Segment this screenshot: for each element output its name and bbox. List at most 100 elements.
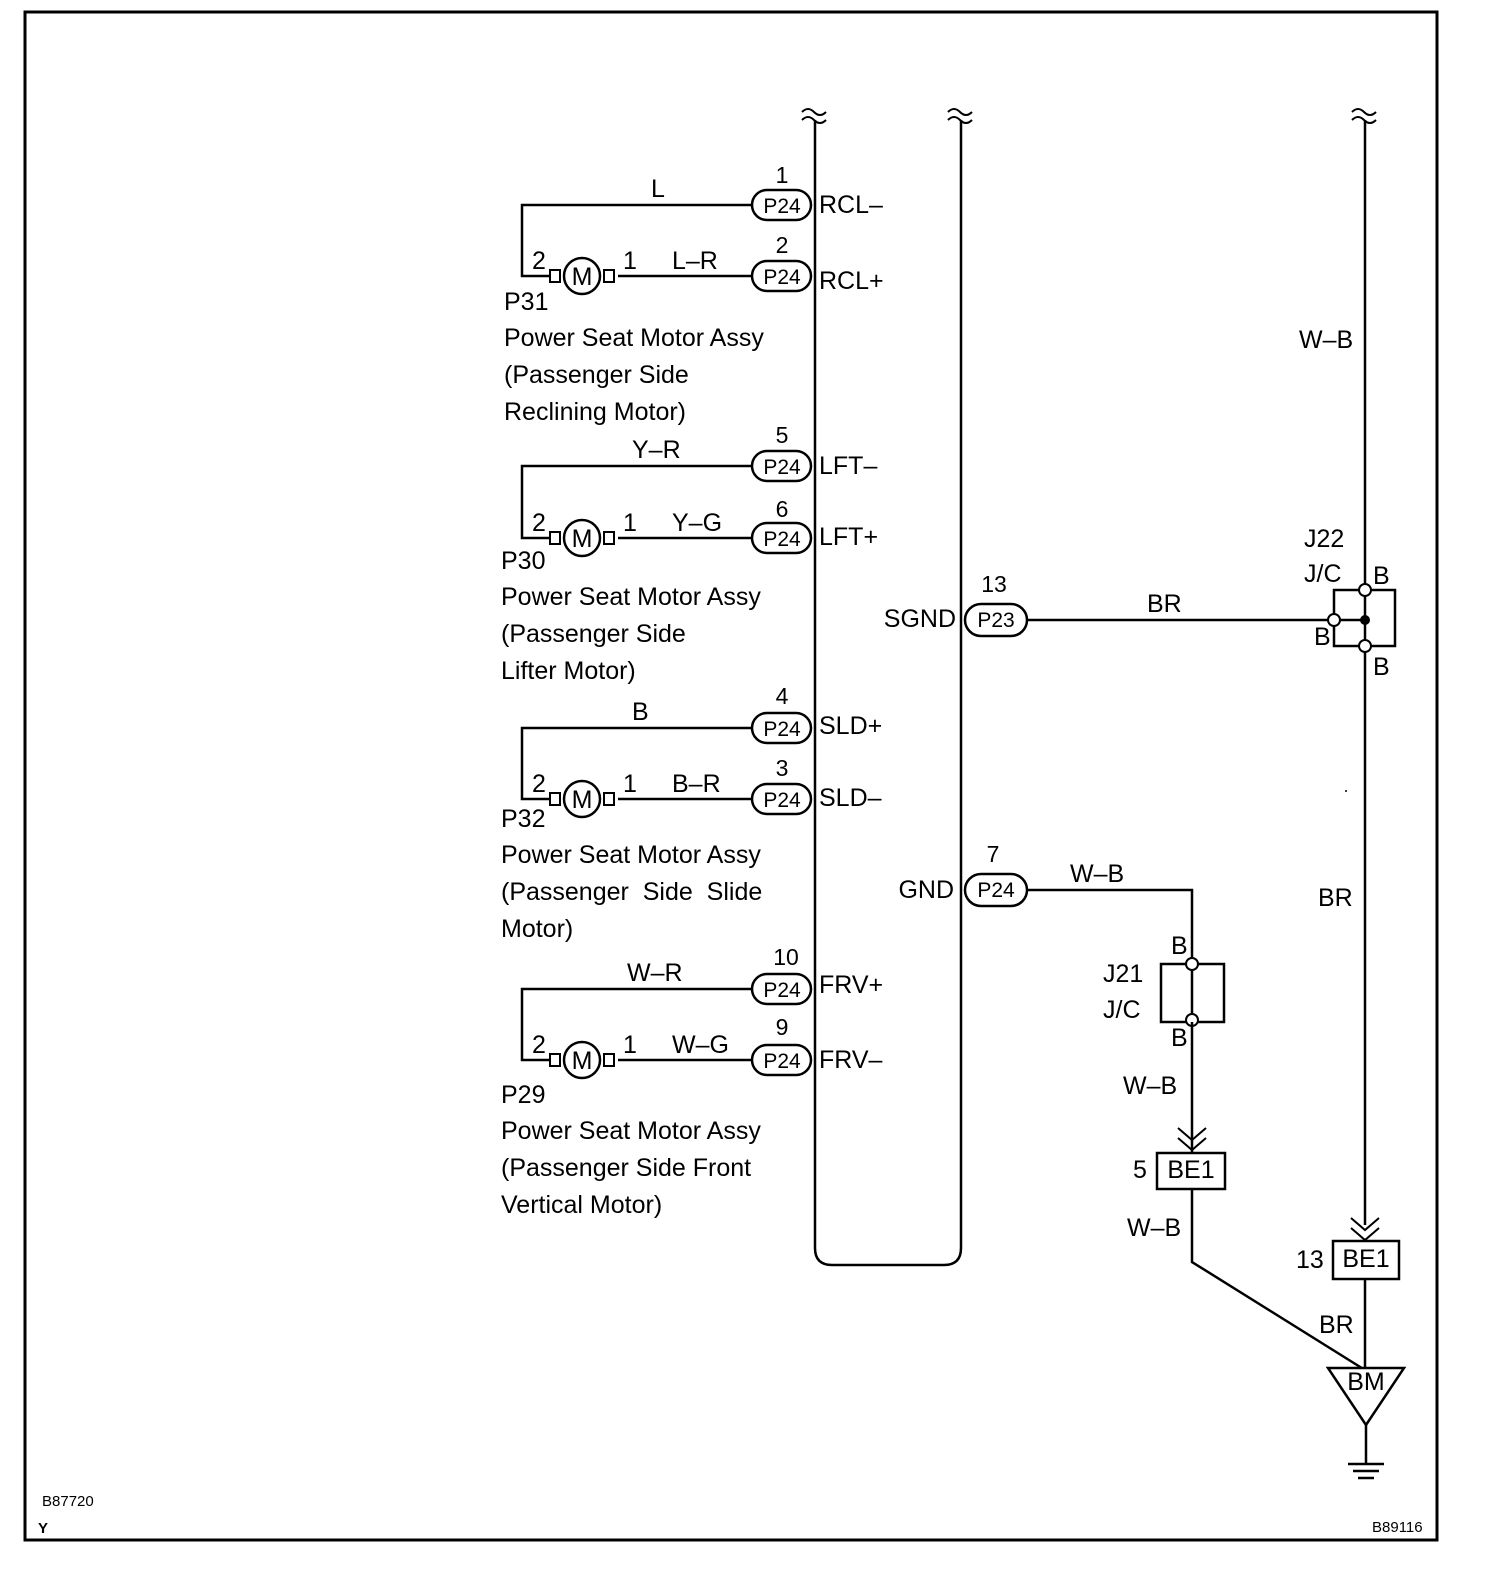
svg-text:1: 1 bbox=[776, 162, 789, 188]
ecu-left-terminals: P24 1 RCL– P24 2 RCL+ P24 5 LFT– P24 6 L… bbox=[750, 162, 884, 1077]
ground-bm: BM bbox=[1325, 1366, 1407, 1480]
motor-p30-pin-left: 2 bbox=[532, 509, 546, 537]
figure-code-left: B87720 bbox=[42, 1493, 94, 1510]
motor-p32-pin-left: 2 bbox=[532, 770, 546, 798]
wire-right-top-color: W–B bbox=[1299, 326, 1353, 354]
junction-j21-pin-top: B bbox=[1171, 932, 1188, 960]
terminal-frv-minus: P24 9 FRV– bbox=[750, 1014, 883, 1077]
wire-sld-minus-color: B–R bbox=[672, 770, 721, 798]
motor-p31-pin-right: 1 bbox=[623, 247, 637, 275]
gnd-circuit: P24 7 GND W–B bbox=[898, 841, 1194, 964]
svg-text:P24: P24 bbox=[763, 789, 801, 812]
terminal-gnd-conn: P24 bbox=[977, 879, 1015, 902]
motor-p29-circuit: M 2 1 W–R W–G P29 Power Seat Motor Assy … bbox=[501, 959, 761, 1219]
wire-frv-plus-color: W–R bbox=[627, 959, 683, 987]
motor-p32-caption-3: Motor) bbox=[501, 915, 573, 943]
junction-j22-id: J22 bbox=[1304, 525, 1344, 553]
motor-p29-caption-3: Vertical Motor) bbox=[501, 1191, 662, 1219]
motor-p31-caption-1: Power Seat Motor Assy bbox=[504, 324, 764, 352]
sgnd-circuit: P23 13 SGND BR bbox=[884, 571, 1333, 638]
motor-p32-icon bbox=[562, 779, 602, 819]
svg-text:2: 2 bbox=[776, 232, 789, 258]
connector-be1-13-pin: 13 bbox=[1296, 1246, 1324, 1274]
ground-point-icon bbox=[1325, 1366, 1407, 1428]
terminal-lft-plus: P24 6 LFT+ bbox=[750, 496, 878, 555]
svg-text:FRV–: FRV– bbox=[819, 1046, 883, 1074]
motor-p30-caption-3: Lifter Motor) bbox=[501, 657, 636, 685]
motor-p29-pin-left: 2 bbox=[532, 1031, 546, 1059]
wire-lft-minus-color: Y–R bbox=[632, 436, 681, 464]
junction-j21-pin-bottom: B bbox=[1171, 1024, 1188, 1052]
motor-p32-symbol: M bbox=[572, 786, 593, 814]
motor-p30-id: P30 bbox=[501, 547, 545, 575]
junction-j22-type: J/C bbox=[1304, 560, 1342, 588]
terminal-frv-plus: P24 10 FRV+ bbox=[750, 944, 883, 1006]
junction-j21-type: J/C bbox=[1103, 996, 1141, 1024]
wire-gnd-color: W–B bbox=[1070, 860, 1124, 888]
ecu-harness bbox=[801, 108, 1377, 1267]
junction-j22-pin-bottom: B bbox=[1373, 653, 1390, 681]
p32-terminal-right bbox=[603, 792, 615, 806]
terminal-sld-plus: P24 4 SLD+ bbox=[750, 683, 882, 745]
motor-p32-id: P32 bbox=[501, 805, 545, 833]
svg-text:10: 10 bbox=[773, 944, 799, 970]
svg-text:P24: P24 bbox=[763, 195, 801, 218]
svg-text:FRV+: FRV+ bbox=[819, 971, 883, 999]
wire-sgnd-color: BR bbox=[1147, 590, 1182, 618]
earth-ground-icon bbox=[1348, 1462, 1384, 1480]
wire-right-mid-color: BR bbox=[1318, 884, 1353, 912]
svg-text:LFT+: LFT+ bbox=[819, 523, 878, 551]
wire-sld-plus-color: B bbox=[632, 698, 649, 726]
wire-rcl-plus-color: L–R bbox=[672, 247, 718, 275]
ground-bm-name: BM bbox=[1347, 1368, 1385, 1396]
junction-j22: J22 J/C B B B bbox=[1304, 525, 1397, 681]
motor-p31-caption-3: Reclining Motor) bbox=[504, 398, 686, 426]
terminal-sld-minus: P24 3 SLD– bbox=[750, 755, 882, 816]
connector-be1-5-pin: 5 bbox=[1133, 1156, 1147, 1184]
svg-text:3: 3 bbox=[776, 755, 789, 781]
terminal-sgnd-name: SGND bbox=[884, 605, 956, 633]
svg-text:9: 9 bbox=[776, 1014, 789, 1040]
terminal-lft-minus: P24 5 LFT– bbox=[750, 422, 877, 483]
motor-p29-pin-right: 1 bbox=[623, 1031, 637, 1059]
motor-p31-id: P31 bbox=[504, 288, 548, 316]
wire-right-bottom-color: BR bbox=[1319, 1311, 1354, 1339]
junction-j21: J21 J/C B B bbox=[1103, 932, 1226, 1052]
motor-p32-caption-2: (Passenger Side Slide bbox=[501, 878, 762, 906]
svg-text:SLD–: SLD– bbox=[819, 784, 882, 812]
svg-text:P24: P24 bbox=[763, 1050, 801, 1073]
svg-text:P24: P24 bbox=[763, 456, 801, 479]
svg-text:P24: P24 bbox=[763, 528, 801, 551]
motor-p29-caption-2: (Passenger Side Front bbox=[501, 1154, 751, 1182]
svg-text:5: 5 bbox=[776, 422, 789, 448]
p31-terminal-right bbox=[603, 269, 615, 283]
svg-text:4: 4 bbox=[776, 683, 789, 709]
motor-p31-symbol: M bbox=[572, 263, 593, 291]
motor-p30-circuit: M 2 1 Y–R Y–G P30 Power Seat Motor Assy … bbox=[501, 436, 761, 685]
motor-p29-id: P29 bbox=[501, 1081, 545, 1109]
terminal-rcl-plus: P24 2 RCL+ bbox=[750, 232, 884, 295]
stray-mark bbox=[1345, 790, 1347, 792]
svg-text:P24: P24 bbox=[763, 979, 801, 1002]
p32-terminal-left bbox=[549, 792, 561, 806]
svg-text:P24: P24 bbox=[763, 718, 801, 741]
motor-p29-icon bbox=[562, 1040, 602, 1080]
svg-text:LFT–: LFT– bbox=[819, 452, 877, 480]
wire-lft-plus-color: Y–G bbox=[672, 509, 722, 537]
motor-p30-icon bbox=[562, 518, 602, 558]
connector-be1-5 bbox=[1155, 1151, 1227, 1191]
junction-j21-id: J21 bbox=[1103, 960, 1143, 988]
svg-text:P24: P24 bbox=[763, 266, 801, 289]
be1-13-circuit: BE1 13 BR bbox=[1296, 1217, 1401, 1368]
svg-text:6: 6 bbox=[776, 496, 789, 522]
svg-text:SLD+: SLD+ bbox=[819, 712, 882, 740]
p29-terminal-left bbox=[549, 1053, 561, 1067]
terminal-sgnd-pin: 13 bbox=[981, 571, 1007, 597]
p30-terminal-right bbox=[603, 531, 615, 545]
p30-terminal-left bbox=[549, 531, 561, 545]
figure-code-right: B89116 bbox=[1372, 1519, 1423, 1536]
motor-p32-circuit: M 2 1 B B–R P32 Power Seat Motor Assy (P… bbox=[501, 698, 762, 943]
terminal-gnd-pin: 7 bbox=[987, 841, 1000, 867]
wire-j21-below-color: W–B bbox=[1123, 1072, 1177, 1100]
